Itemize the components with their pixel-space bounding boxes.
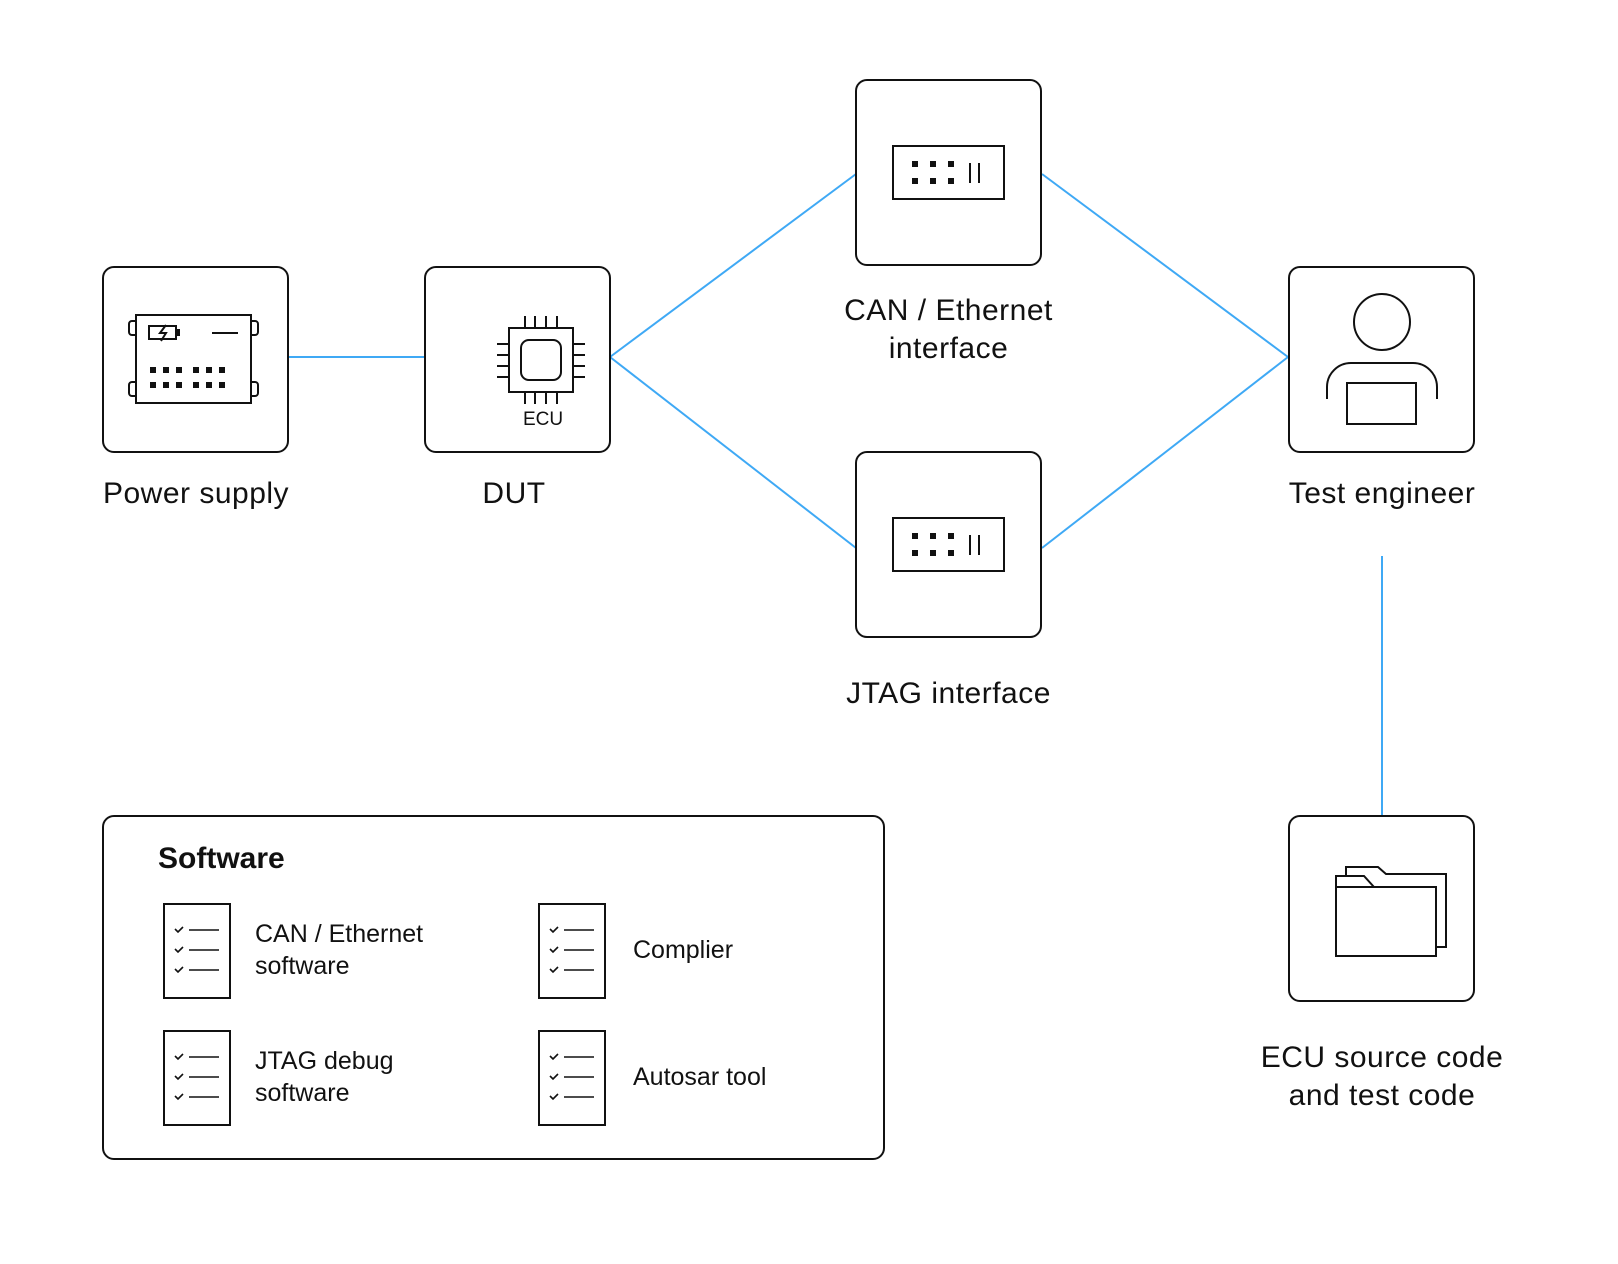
power-supply-icon [128,314,259,404]
test-engineer-node [1288,266,1475,453]
software-item-jtag-line1: JTAG debug [255,1047,394,1075]
software-item-compiler-line1: Complier [633,936,734,964]
checklist-icon [538,1030,606,1126]
software-item-autosar-line1: Autosar tool [633,1063,767,1091]
edge-jtag-engineer [1041,356,1289,549]
software-panel [102,815,885,1160]
can-interface-label: CAN / Ethernet interface [790,292,1107,368]
interface-device-icon [892,517,1005,572]
can-interface-label-line1: CAN / Ethernet [844,294,1053,327]
dut-label: DUT [482,477,546,510]
person-laptop-icon [1326,293,1438,425]
software-item-autosar: Autosar tool [633,1061,766,1093]
jtag-interface-node [855,451,1042,638]
power-supply-label: Power supply [102,477,290,510]
checklist-icon [163,1030,231,1126]
power-supply-node [102,266,289,453]
software-item-can-line2: software [255,952,350,980]
interface-device-icon [892,145,1005,200]
source-code-label-line1: ECU source code [1260,1041,1504,1074]
chip-icon [497,316,585,404]
edge-can-engineer [1041,173,1289,358]
chip-ecu-text: ECU [522,409,564,430]
edge-dut-can [609,173,857,358]
source-code-label: ECU source code and test code [1222,1039,1542,1115]
software-item-compiler: Complier [633,934,733,966]
dut-node: ECU [424,266,611,453]
software-title: Software [158,842,285,875]
checklist-icon [538,903,606,999]
can-interface-label-line2: interface [888,332,1009,365]
jtag-interface-label: JTAG interface [846,677,1051,710]
software-item-can: CAN / Ethernet software [255,918,423,982]
folder-icon [1335,866,1447,957]
checklist-icon [163,903,231,999]
test-engineer-label: Test engineer [1288,477,1476,510]
edge-dut-jtag [609,356,857,549]
software-item-jtag: JTAG debug software [255,1045,394,1109]
software-item-can-line1: CAN / Ethernet [255,920,424,948]
software-item-jtag-line2: software [255,1079,350,1107]
source-code-label-line2: and test code [1288,1079,1476,1112]
source-code-node [1288,815,1475,1002]
can-interface-node [855,79,1042,266]
